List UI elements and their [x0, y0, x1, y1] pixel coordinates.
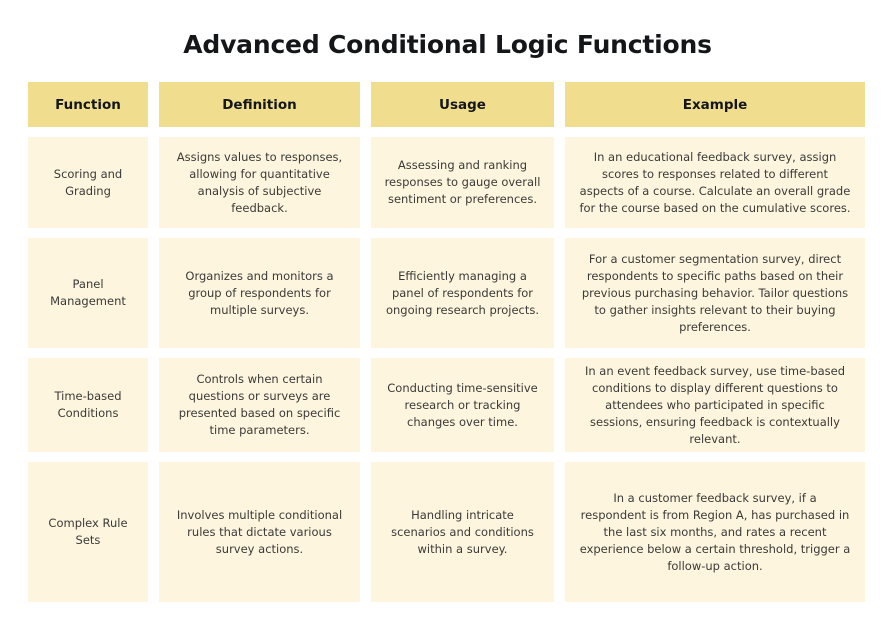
cell-usage: Handling intricate scenarios and conditi… — [371, 462, 554, 602]
column-header-usage: Usage — [371, 82, 554, 127]
cell-example: In an event feedback survey, use time-ba… — [565, 358, 865, 452]
table-row: Time-based Conditions Controls when cert… — [28, 358, 866, 452]
cell-function: Scoring and Grading — [28, 137, 148, 228]
cell-example: In a customer feedback survey, if a resp… — [565, 462, 865, 602]
cell-definition: Organizes and monitors a group of respon… — [159, 238, 360, 348]
column-header-definition: Definition — [159, 82, 360, 127]
table-row: Panel Management Organizes and monitors … — [28, 238, 866, 348]
cell-usage: Conducting time-sensitive research or tr… — [371, 358, 554, 452]
table-header-row: Function Definition Usage Example — [28, 82, 866, 127]
column-header-function: Function — [28, 82, 148, 127]
cell-function: Complex Rule Sets — [28, 462, 148, 602]
cell-usage: Efficiently managing a panel of responde… — [371, 238, 554, 348]
cell-usage: Assessing and ranking responses to gauge… — [371, 137, 554, 228]
cell-definition: Controls when certain questions or surve… — [159, 358, 360, 452]
cell-function: Panel Management — [28, 238, 148, 348]
comparison-table: Function Definition Usage Example Scorin… — [28, 82, 866, 602]
table-row: Complex Rule Sets Involves multiple cond… — [28, 462, 866, 602]
table-row: Scoring and Grading Assigns values to re… — [28, 137, 866, 228]
page-title: Advanced Conditional Logic Functions — [183, 30, 712, 59]
cell-example: For a customer segmentation survey, dire… — [565, 238, 865, 348]
column-header-example: Example — [565, 82, 865, 127]
cell-function: Time-based Conditions — [28, 358, 148, 452]
cell-definition: Involves multiple conditional rules that… — [159, 462, 360, 602]
cell-example: In an educational feedback survey, assig… — [565, 137, 865, 228]
cell-definition: Assigns values to responses, allowing fo… — [159, 137, 360, 228]
